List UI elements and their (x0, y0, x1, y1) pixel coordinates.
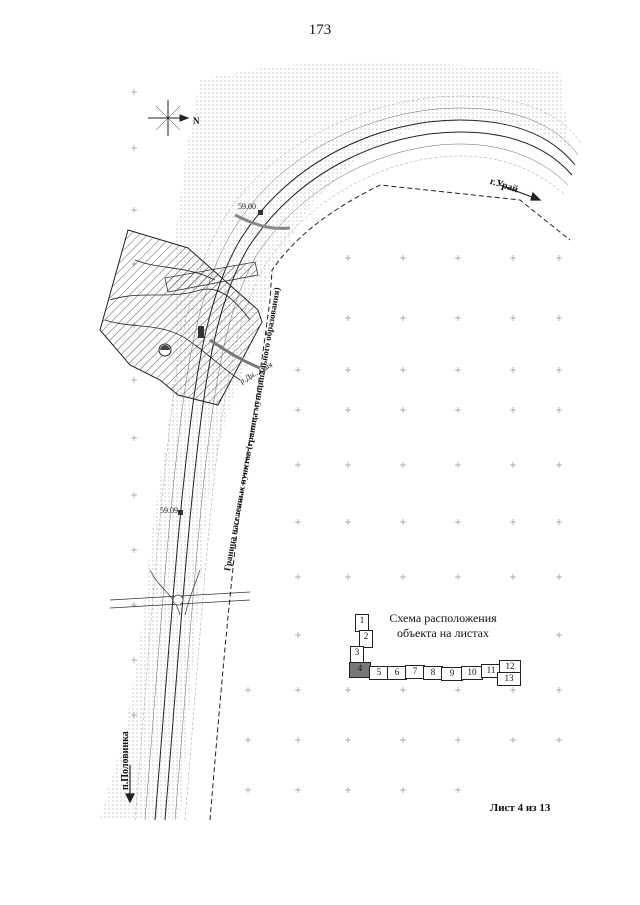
legend-cell-4: 4 (349, 662, 371, 678)
legend-title: Схема расположения объекта на листах (378, 611, 508, 641)
level-label-2: 59.09 (160, 506, 178, 515)
legend-cell-2: 2 (359, 630, 373, 648)
legend-cell-13: 13 (497, 672, 521, 686)
north-arrow (148, 100, 190, 136)
legend-cell-6: 6 (387, 666, 407, 680)
level-label-1: 59.00 (238, 202, 256, 211)
crossing (164, 261, 259, 293)
legend-cell-10: 10 (461, 666, 483, 680)
legend-cell-5: 5 (369, 666, 389, 680)
intersection (109, 569, 251, 616)
north-label: N (193, 116, 200, 126)
grid-crosses (131, 89, 562, 793)
legend-cell-7: 7 (405, 665, 425, 679)
arrow-polovinka (125, 765, 135, 804)
legend-cell-9: 9 (441, 667, 463, 681)
legend-title-line2: объекта на листах (397, 626, 489, 640)
legend-cell-8: 8 (423, 666, 443, 680)
boundary-line (209, 184, 571, 821)
terrain-band (100, 61, 570, 821)
direction-polovinka-label: п.Половинка (120, 731, 131, 790)
legend-title-line1: Схема расположения (389, 611, 497, 625)
sheet-label: Лист 4 из 13 (490, 802, 551, 814)
arrow-uray (499, 184, 542, 201)
page-number: 173 (308, 22, 332, 38)
river (209, 338, 261, 370)
